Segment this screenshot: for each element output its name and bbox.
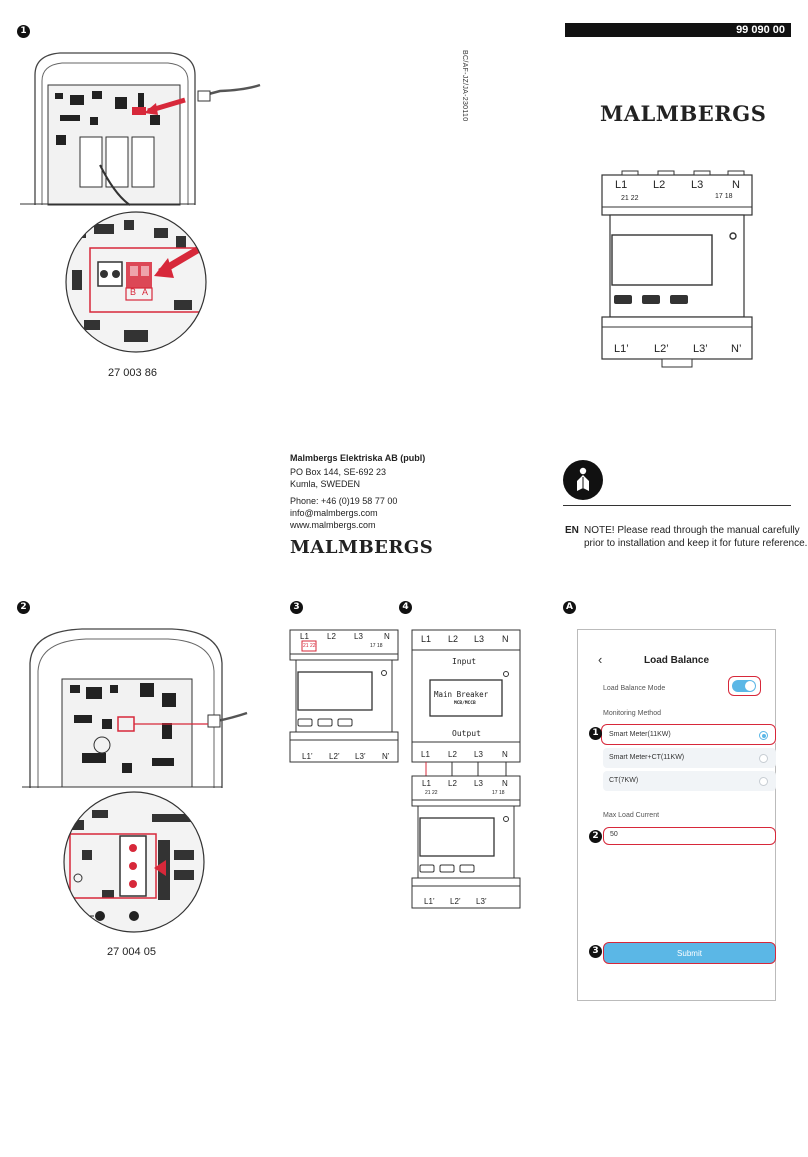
step3-bottom-label-l3: L3’ — [355, 752, 366, 761]
doc-code: BC/AF-JZ/JA-230110 — [461, 50, 468, 122]
step4-top-label-l3: L3 — [474, 634, 485, 644]
app-marker-3: 3 — [589, 945, 602, 958]
step3-bottom-label-n: N’ — [382, 752, 390, 761]
step4-mid-label-n: N — [502, 750, 508, 759]
company-address-line2: Kumla, SWEDEN — [290, 479, 361, 489]
toggle-highlight — [728, 676, 761, 696]
step-4-marker: 4 — [399, 601, 412, 614]
meter-illustration-step-3 — [289, 629, 399, 763]
step4-mid-label-l1: L1 — [421, 750, 430, 759]
option-smart-meter-ct[interactable]: Smart Meter+CT(11KW) — [603, 748, 776, 768]
step-1-marker: 1 — [17, 25, 30, 38]
step3-top-label-l1: L1 — [300, 632, 309, 641]
part-number: 99 090 00 — [736, 24, 785, 36]
meter-top-label-l1: L1 — [615, 179, 628, 191]
step4-bottom-label-l2: L2’ — [450, 897, 461, 906]
company-phone: Phone: +46 (0)19 58 77 00 — [290, 496, 398, 506]
figure-1-caption: 27 003 86 — [108, 367, 157, 379]
step4-top-label-l2: L2 — [448, 634, 459, 644]
read-manual-icon — [563, 460, 603, 500]
step4-bottom-label-l1: L1’ — [424, 897, 435, 906]
option-ct[interactable]: CT(7KW) — [603, 771, 776, 791]
max-load-current-label: Max Load Current — [603, 812, 660, 819]
toggle-knob — [745, 681, 755, 691]
max-load-current-value: 50 — [610, 831, 618, 838]
option-ct-radio[interactable] — [759, 777, 768, 786]
step4-terminal-21-22: 21 22 — [425, 790, 438, 796]
step3-bottom-label-l1: L1’ — [302, 752, 313, 761]
figure-2-caption: 27 004 05 — [107, 946, 156, 958]
step4-mid-label-l2: L2 — [448, 750, 457, 759]
meter-top-label-l2: L2 — [653, 179, 666, 191]
submit-button[interactable]: Submit — [603, 942, 776, 964]
option-smart-meter-label: Smart Meter(11KW) — [609, 731, 671, 738]
breaker-and-meter-illustration-step-4 — [411, 629, 521, 909]
energy-meter-illustration — [601, 170, 753, 368]
step4-lower-top-label-l3: L3 — [474, 779, 483, 788]
meter-terminal-17-18: 17 18 — [715, 193, 733, 200]
step-a-marker: A — [563, 601, 576, 614]
charger-board-illustration-1 — [20, 52, 261, 206]
company-name: Malmbergs Elektriska AB (publ) — [290, 453, 426, 463]
max-load-current-input[interactable]: 50 — [603, 827, 776, 845]
step4-input-label: Input — [452, 657, 477, 666]
load-balance-mode-label: Load Balance Mode — [603, 685, 666, 692]
note-text-line2: prior to installation and keep it for fu… — [584, 538, 808, 549]
terminal-zoom-circle-2 — [63, 791, 205, 933]
step3-top-label-n: N — [384, 632, 390, 641]
company-address-line1: PO Box 144, SE-692 23 — [290, 467, 387, 477]
option-smart-meter[interactable]: Smart Meter(11KW) — [603, 725, 776, 745]
step3-top-label-l3: L3 — [354, 632, 363, 641]
app-screen-load-balance: ‹ Load Balance Load Balance Mode Monitor… — [577, 629, 776, 1001]
note-lang: EN — [565, 525, 579, 536]
step4-lower-top-label-l2: L2 — [448, 779, 457, 788]
step3-bottom-label-l2: L2’ — [329, 752, 340, 761]
charger-board-illustration-2 — [22, 628, 248, 788]
option-smart-meter-ct-radio[interactable] — [759, 754, 768, 763]
company-brand-logo: MALMBERGS — [290, 537, 434, 558]
terminal-label-ba: B A — [130, 287, 151, 297]
step4-top-label-l1: L1 — [421, 634, 432, 644]
back-button[interactable]: ‹ — [598, 652, 603, 667]
step3-terminal-17-18: 17 18 — [370, 643, 383, 649]
step4-breaker-subtitle: MCB/MCCB — [454, 701, 476, 706]
meter-top-label-n: N — [732, 179, 740, 191]
step4-top-label-n: N — [502, 634, 509, 644]
step4-lower-top-label-n: N — [502, 779, 508, 788]
step4-lower-top-label-l1: L1 — [422, 779, 431, 788]
step4-output-label: Output — [452, 729, 481, 738]
option-smart-meter-radio[interactable] — [759, 731, 768, 740]
option-smart-meter-ct-label: Smart Meter+CT(11KW) — [609, 754, 685, 761]
submit-button-label: Submit — [677, 949, 702, 958]
step3-top-label-l2: L2 — [327, 632, 336, 641]
note-divider — [563, 505, 791, 506]
terminal-zoom-circle-1 — [65, 211, 207, 353]
step4-bottom-label-l3: L3’ — [476, 897, 487, 906]
step3-terminal-21-22: 21 22 — [303, 643, 316, 649]
step4-mid-label-l3: L3 — [474, 750, 483, 759]
app-marker-2: 2 — [589, 830, 602, 843]
meter-top-label-l3: L3 — [691, 179, 704, 191]
step-2-marker: 2 — [17, 601, 30, 614]
app-title: Load Balance — [643, 655, 710, 666]
step4-terminal-17-18: 17 18 — [492, 790, 505, 796]
option-highlight — [601, 724, 776, 745]
load-balance-mode-toggle[interactable] — [732, 680, 756, 692]
note-text-line1: NOTE! Please read through the manual car… — [584, 525, 800, 536]
step4-breaker-title: Main Breaker — [434, 690, 489, 699]
company-email: info@malmbergs.com — [290, 508, 378, 518]
option-ct-label: CT(7KW) — [609, 777, 639, 784]
monitoring-method-label: Monitoring Method — [603, 710, 661, 717]
meter-bottom-label-l1: L1’ — [614, 343, 629, 355]
part-number-bar: 99 090 00 — [565, 23, 791, 37]
brand-logo: MALMBERGS — [600, 101, 767, 126]
step-3-marker: 3 — [290, 601, 303, 614]
meter-bottom-label-n: N’ — [731, 343, 742, 355]
app-marker-1: 1 — [589, 727, 602, 740]
meter-bottom-label-l3: L3’ — [693, 343, 708, 355]
meter-bottom-label-l2: L2’ — [654, 343, 669, 355]
meter-terminal-21-22: 21 22 — [621, 195, 639, 202]
company-website: www.malmbergs.com — [290, 520, 376, 530]
